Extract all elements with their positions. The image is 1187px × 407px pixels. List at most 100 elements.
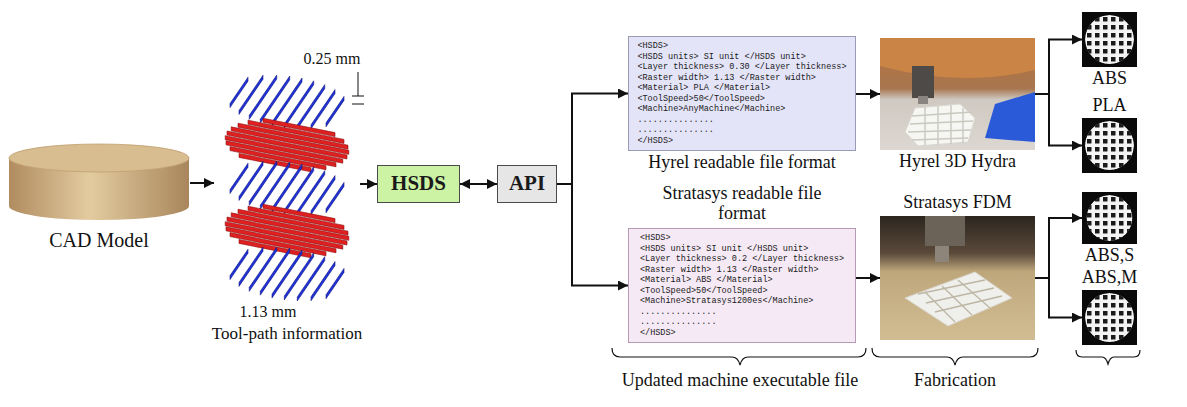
generated-illustration [225, 12, 1137, 345]
stratasys-photo [880, 216, 1035, 340]
process-box-frame: API [497, 165, 557, 203]
text-group: <HSDS><HSDS units> SI unit </HSDS unit> <… [640, 233, 844, 338]
caption: Stratasys readable file format [642, 184, 842, 224]
code-line: <Layer thickness> 0.30 </Layer thickness… [637, 62, 846, 73]
group-label: Fabrication [914, 371, 996, 391]
machine-photo: Hyrel 3D Hydra [880, 38, 1035, 172]
flow-arrow [856, 277, 880, 279]
caption: ABS,S [1085, 246, 1135, 266]
flow-arrow [1035, 40, 1082, 95]
bracket [612, 348, 1140, 365]
raster-road [284, 81, 313, 128]
raster-road [249, 247, 276, 291]
raster-road [239, 75, 263, 114]
raster-road [249, 161, 276, 205]
flow-arrow [1035, 218, 1082, 278]
code-line: ............... [637, 125, 846, 136]
raster-road [239, 247, 263, 286]
code-line: <Material> ABS </Material> [640, 275, 844, 286]
caption: Hyrel 3D Hydra [899, 152, 1016, 172]
raster-road [272, 78, 302, 126]
file-box: <HSDS><HSDS units> SI unit </HSDS unit><… [628, 36, 856, 173]
machine-photo: Stratasys FDM [880, 193, 1035, 340]
file-box: Stratasys readable file format <HSDS><HSD… [628, 184, 856, 343]
raster-road [311, 90, 335, 129]
code-line: ............... [640, 307, 844, 318]
flow-arrow [856, 93, 880, 95]
process-box: HSDS [377, 165, 460, 203]
dimension-label: 0.25 mm [304, 50, 361, 68]
box-label: API [509, 172, 545, 195]
dimension-label: 1.13 mm [240, 303, 297, 321]
raster-road [284, 167, 313, 214]
raster-road [297, 85, 324, 129]
code-line: <Raster width> 1.13 </Raster width> [637, 73, 846, 84]
flow-arrow [360, 183, 377, 185]
machine-photo-frame [880, 216, 1035, 340]
part-photo: ABS,M [1082, 268, 1137, 345]
code-line: </HSDS> [640, 328, 844, 339]
cad-model: CAD Model [8, 143, 190, 251]
caption: PLA [1092, 96, 1126, 116]
raster-road [272, 164, 302, 212]
flow-arrow [460, 183, 497, 185]
text-group: <HSDS><HSDS units> SI unit </HSDS unit><… [637, 41, 846, 146]
raster-road [249, 75, 276, 119]
code-line: <HSDS> [637, 41, 846, 52]
code-line: ............... [637, 115, 846, 126]
machine-photo-frame [880, 38, 1035, 150]
text-group: API [509, 172, 545, 195]
raster-road [272, 250, 302, 298]
caption: Hyrel readable file format [648, 153, 835, 173]
part-photo-frame [1082, 290, 1137, 345]
part-photo: PLA [1082, 96, 1137, 173]
process-box-frame: HSDS [377, 165, 460, 203]
code-line: <Material> PLA </Material> [637, 83, 846, 94]
raster-road [284, 253, 313, 300]
flow-arrow [557, 94, 628, 185]
part-photo-image [1082, 12, 1137, 67]
caption: Stratasys FDM [903, 193, 1012, 213]
cad-model-frame [8, 143, 190, 223]
code-line: <ToolSpeed>50</ToolSpeed> [637, 94, 846, 105]
caption: CAD Model [49, 229, 148, 251]
raster-road [297, 171, 324, 215]
process-box: API [497, 165, 557, 203]
code-line: <HSDS units> SI unit </HSDS unit> [637, 52, 846, 63]
part-photo-frame [1082, 192, 1137, 244]
raster-road [239, 161, 263, 200]
file-box-frame: <HSDS><HSDS units> SI unit </HSDS unit><… [628, 36, 856, 151]
raster-road [326, 268, 344, 298]
caption: ABS [1092, 69, 1127, 89]
part-photo-image [1082, 118, 1137, 173]
caption: Tool-path information [212, 325, 362, 344]
caption: ABS,M [1082, 268, 1138, 288]
flow-arrow [1035, 278, 1082, 318]
raster-road [311, 262, 335, 301]
flow-arrow [1035, 94, 1082, 146]
tool-path-figure: Tool-path information [214, 63, 360, 344]
tool-path-lattice [225, 75, 349, 301]
hyrel-photo [880, 38, 1035, 150]
raster-road [326, 182, 344, 212]
part-photo-image [1082, 290, 1137, 345]
code-line: <Machine>Stratasys1200es</Machine> [640, 296, 844, 307]
raster-road [260, 162, 289, 209]
box-label: HSDS [391, 172, 446, 195]
file-box-frame: <HSDS><HSDS units> SI unit </HSDS unit> <… [628, 228, 856, 343]
tool-path-figure-frame [214, 63, 360, 303]
raster-road [297, 257, 324, 301]
flow-arrow [557, 184, 628, 286]
code-line: ............... [640, 317, 844, 328]
code-line: <ToolSpeed>50</ToolSpeed> [640, 286, 844, 297]
text-group: HSDS [391, 172, 446, 195]
part-photo: ABS,S [1082, 192, 1137, 266]
raster-road [260, 76, 289, 123]
code-line: <Raster width> 1.13 </Raster width> [640, 265, 844, 276]
code-line: <Machine>AnyMachine</Machine> [637, 104, 846, 115]
code-line: <HSDS> [640, 233, 844, 244]
code-line: <HSDS units> SI unit </HSDS unit> [640, 244, 844, 255]
flow-arrow [190, 182, 214, 184]
